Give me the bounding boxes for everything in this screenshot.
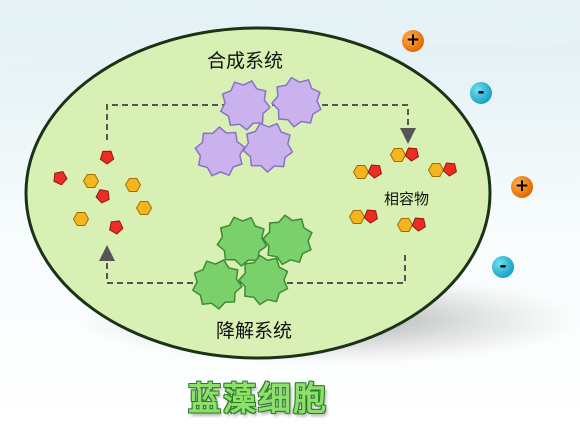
yellow-hexagon-molecule <box>389 148 407 162</box>
yellow-hexagon-molecule <box>396 218 414 232</box>
positive-ion-icon: + <box>402 30 424 52</box>
degradation-system-label: 降解系统 <box>216 320 293 342</box>
yellow-hexagon-molecule <box>348 210 366 224</box>
yellow-hexagon-molecule <box>427 163 445 177</box>
cyanobacteria-cell-title: 蓝藻细胞 <box>188 379 328 418</box>
synthesis-system-label: 合成系统 <box>207 50 284 72</box>
negative-ion-icon: - <box>470 82 492 104</box>
yellow-hexagon-molecule <box>352 165 370 179</box>
synthesis-enzyme-gear <box>242 122 294 173</box>
degradation-enzyme-gear <box>238 254 289 306</box>
yellow-hexagon-molecule <box>72 212 90 226</box>
yellow-hexagon-molecule <box>135 201 153 215</box>
yellow-hexagon-molecule <box>124 178 142 192</box>
synthesis-enzyme-gear <box>194 126 246 177</box>
molecules <box>53 147 457 235</box>
degradation-enzyme-gear <box>262 214 313 266</box>
degradation-enzyme-gear <box>192 259 243 310</box>
red-pentagon-molecule <box>95 189 110 204</box>
red-pentagon-molecule <box>363 209 378 224</box>
red-pentagon-molecule <box>404 147 419 162</box>
red-pentagon-molecule <box>99 150 115 165</box>
synthesis-enzyme-gear <box>271 76 322 128</box>
yellow-hexagon-molecule <box>82 174 100 188</box>
red-pentagon-molecule <box>367 164 382 179</box>
positive-ion-icon: + <box>511 176 533 198</box>
red-pentagon-molecule <box>109 220 124 235</box>
degradation-enzyme-gear <box>216 216 268 267</box>
synthesis-enzyme-gear <box>220 80 271 131</box>
red-pentagon-molecule <box>53 171 68 186</box>
gears <box>192 76 322 310</box>
compatible-solutes-label: 相容物 <box>384 190 430 208</box>
arrow-solutes-to-degradation <box>99 245 406 284</box>
red-pentagon-molecule <box>411 217 426 232</box>
cell-membrane <box>24 26 492 360</box>
negative-ion-icon: - <box>492 256 514 278</box>
red-pentagon-molecule <box>442 162 457 177</box>
